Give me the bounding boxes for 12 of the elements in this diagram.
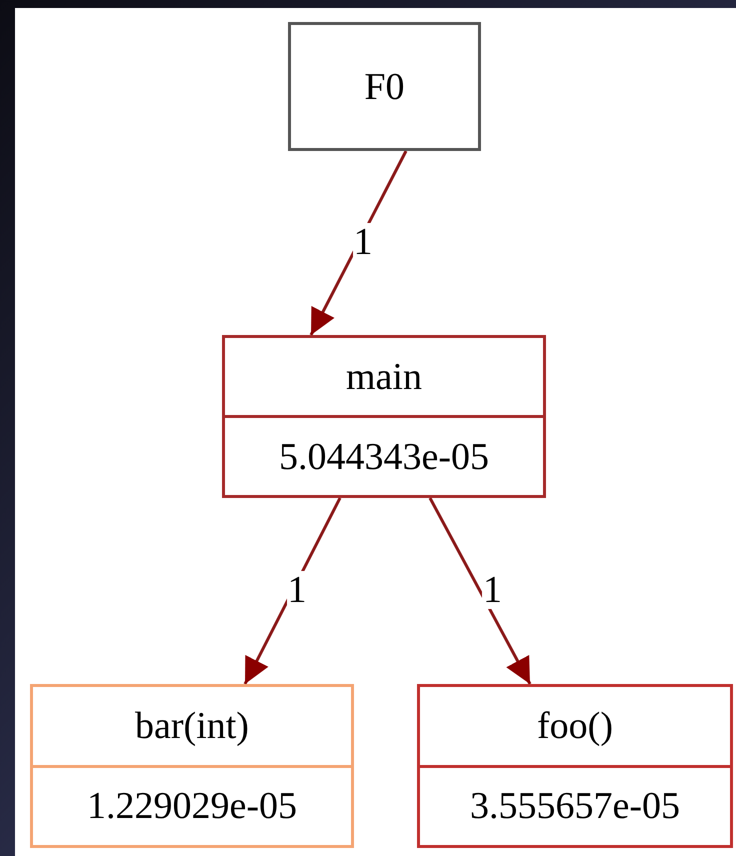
record-box [222, 335, 546, 498]
record-box [417, 684, 733, 848]
value-text: 1.229029e-05 [86, 784, 298, 828]
value-text: 3.555657e-05 [470, 784, 680, 828]
arrow [428, 497, 532, 685]
node-label: main [346, 354, 422, 398]
value-text: 5.044343e-05 [278, 434, 490, 478]
node-label: bar(int) [135, 704, 249, 748]
node-label: F0 [364, 64, 405, 108]
node-label: foo() [537, 704, 613, 748]
record-box [30, 684, 354, 848]
process-box [288, 22, 481, 151]
